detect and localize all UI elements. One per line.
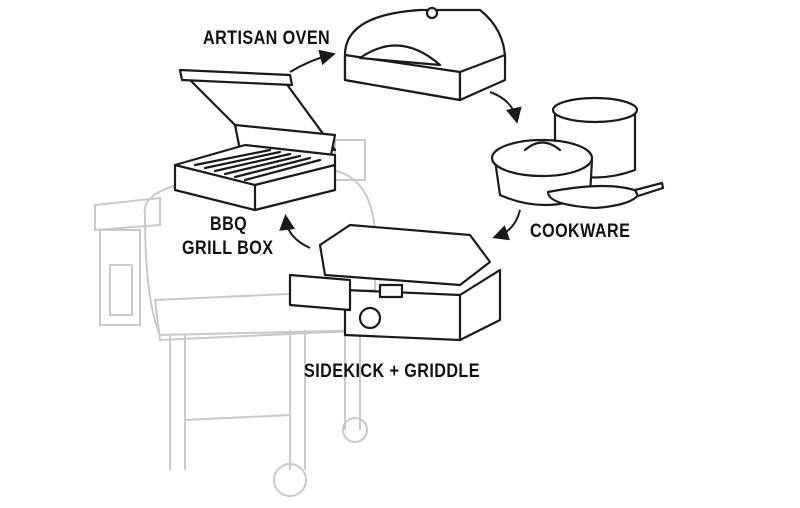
arrow-cookware-to-sidekick	[492, 209, 521, 241]
label-cookware: COOKWARE	[530, 221, 631, 242]
sidekick-griddle-drawing	[288, 223, 502, 342]
bbq-grill-box-drawing	[173, 68, 337, 212]
arrow-sidekick-to-grill	[279, 214, 311, 249]
arrow-oven-to-cookware	[489, 91, 522, 124]
pellet-grill-outline	[94, 139, 376, 497]
label-artisan-oven: ARTISAN OVEN	[203, 28, 331, 49]
label-sidekick-griddle: SIDEKICK + GRIDDLE	[304, 361, 480, 382]
label-bbq-line2: GRILL BOX	[182, 238, 274, 259]
cookware-drawing	[490, 96, 665, 210]
label-bbq-line1: BBQ	[210, 214, 248, 235]
arrow-grill-to-oven	[289, 49, 336, 73]
artisan-oven-drawing	[343, 6, 507, 102]
